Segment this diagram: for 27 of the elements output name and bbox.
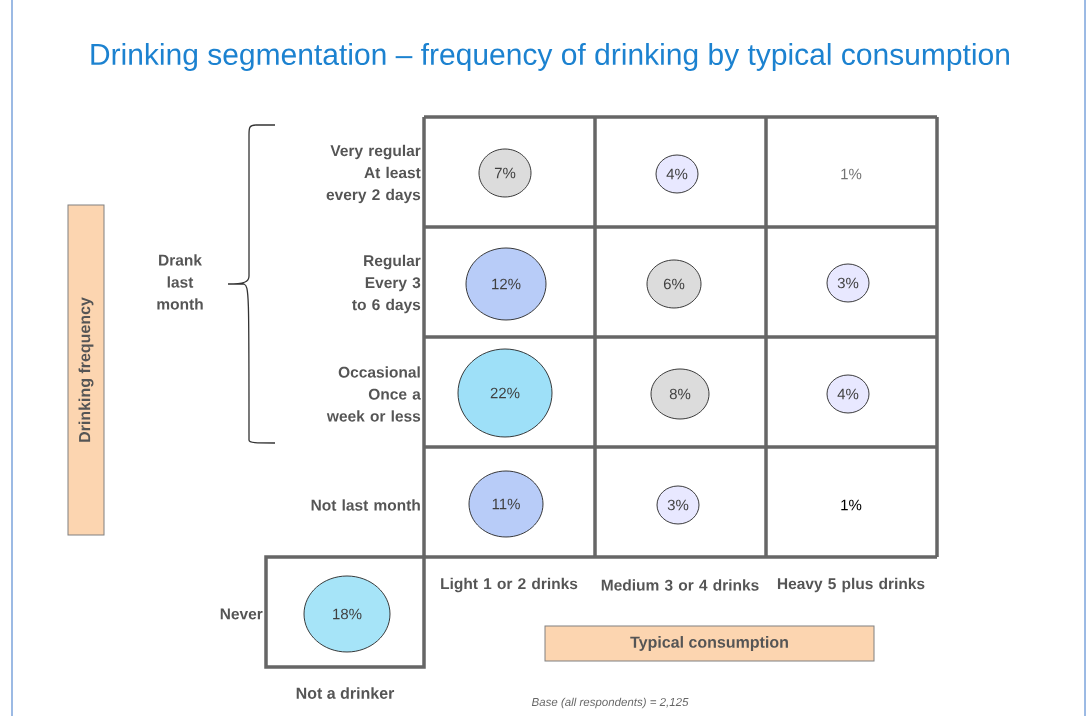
row-label: Not last month <box>311 499 420 511</box>
axis-title-box: Drinking frequency <box>67 204 105 536</box>
footnote: Base (all respondents) = 2,125 <box>531 697 689 709</box>
percentage-bubble: 22% <box>457 348 553 438</box>
column-label: Heavy 5 plus drinks <box>777 577 925 593</box>
percentage-bubble: 4% <box>826 374 870 414</box>
column-label: Light 1 or 2 drinks <box>441 577 578 593</box>
row-label: Never <box>220 608 263 620</box>
node-label: Not a drinker <box>296 687 395 699</box>
percentage-bubble: 4% <box>655 154 699 194</box>
group-label: Drank last month <box>157 254 203 310</box>
cell-value: 1% <box>841 499 862 511</box>
axis-title-box: Typical consumption <box>544 625 875 662</box>
percentage-bubble: 11% <box>468 470 544 538</box>
percentage-bubble: 12% <box>465 247 547 321</box>
column-label: Medium 3 or 4 drinks <box>601 579 759 591</box>
percentage-bubble: 6% <box>646 259 702 309</box>
row-label: Very regular At least every 2 days <box>326 144 421 204</box>
cell-value: 1% <box>841 168 862 180</box>
percentage-bubble: 8% <box>650 368 710 420</box>
row-label: Regular Every 3 to 6 days <box>352 254 421 314</box>
percentage-bubble: 18% <box>303 575 391 653</box>
percentage-bubble: 7% <box>478 148 532 198</box>
percentage-bubble: 3% <box>656 485 700 525</box>
title: Drinking segmentation – frequency of drinking by typical consumption <box>91 43 1009 71</box>
row-label: Occasional Once a week or less <box>326 366 421 422</box>
percentage-bubble: 3% <box>826 263 870 303</box>
